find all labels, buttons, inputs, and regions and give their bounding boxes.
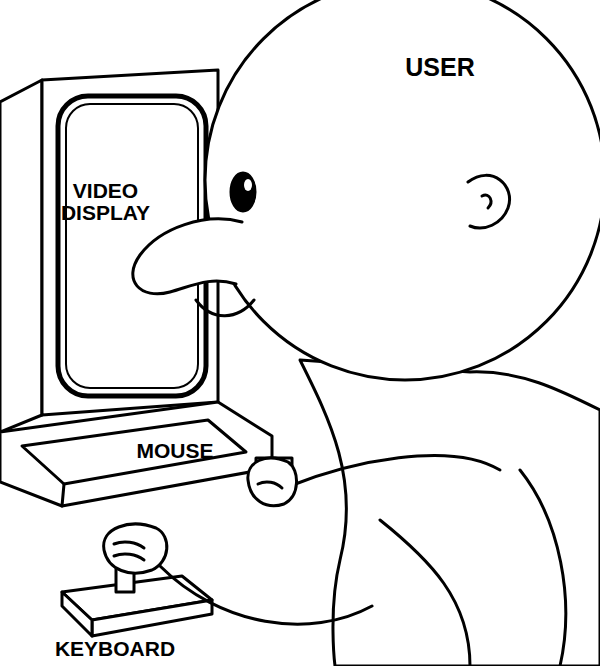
part-label: MOUSE	[120, 440, 230, 462]
finger-line	[258, 482, 282, 488]
base-tray	[22, 420, 246, 484]
finger-line	[114, 542, 144, 548]
user-hand	[104, 524, 167, 573]
user-ear	[468, 175, 510, 228]
user-head	[205, 0, 600, 380]
ear-inner	[482, 195, 491, 208]
user-eye	[231, 173, 255, 211]
user-body	[300, 360, 600, 666]
user-arm	[290, 455, 500, 486]
user-hand	[248, 458, 297, 506]
part-label: VIDEO DISPLAY	[48, 180, 163, 224]
finger-line	[114, 554, 144, 560]
user-nose	[133, 219, 242, 294]
keyboard-front	[92, 600, 212, 636]
keyboard-side	[62, 592, 92, 636]
user-smile	[196, 300, 254, 316]
body-fold	[520, 470, 566, 666]
monitor-side	[0, 80, 42, 432]
part-label: KEYBOARD	[45, 638, 185, 660]
body-fold	[380, 520, 470, 666]
eye-highlight	[244, 179, 252, 191]
monitor-base	[0, 402, 272, 506]
base-edge	[62, 484, 64, 506]
user-arm	[160, 566, 372, 624]
part-label: USER	[380, 54, 500, 80]
